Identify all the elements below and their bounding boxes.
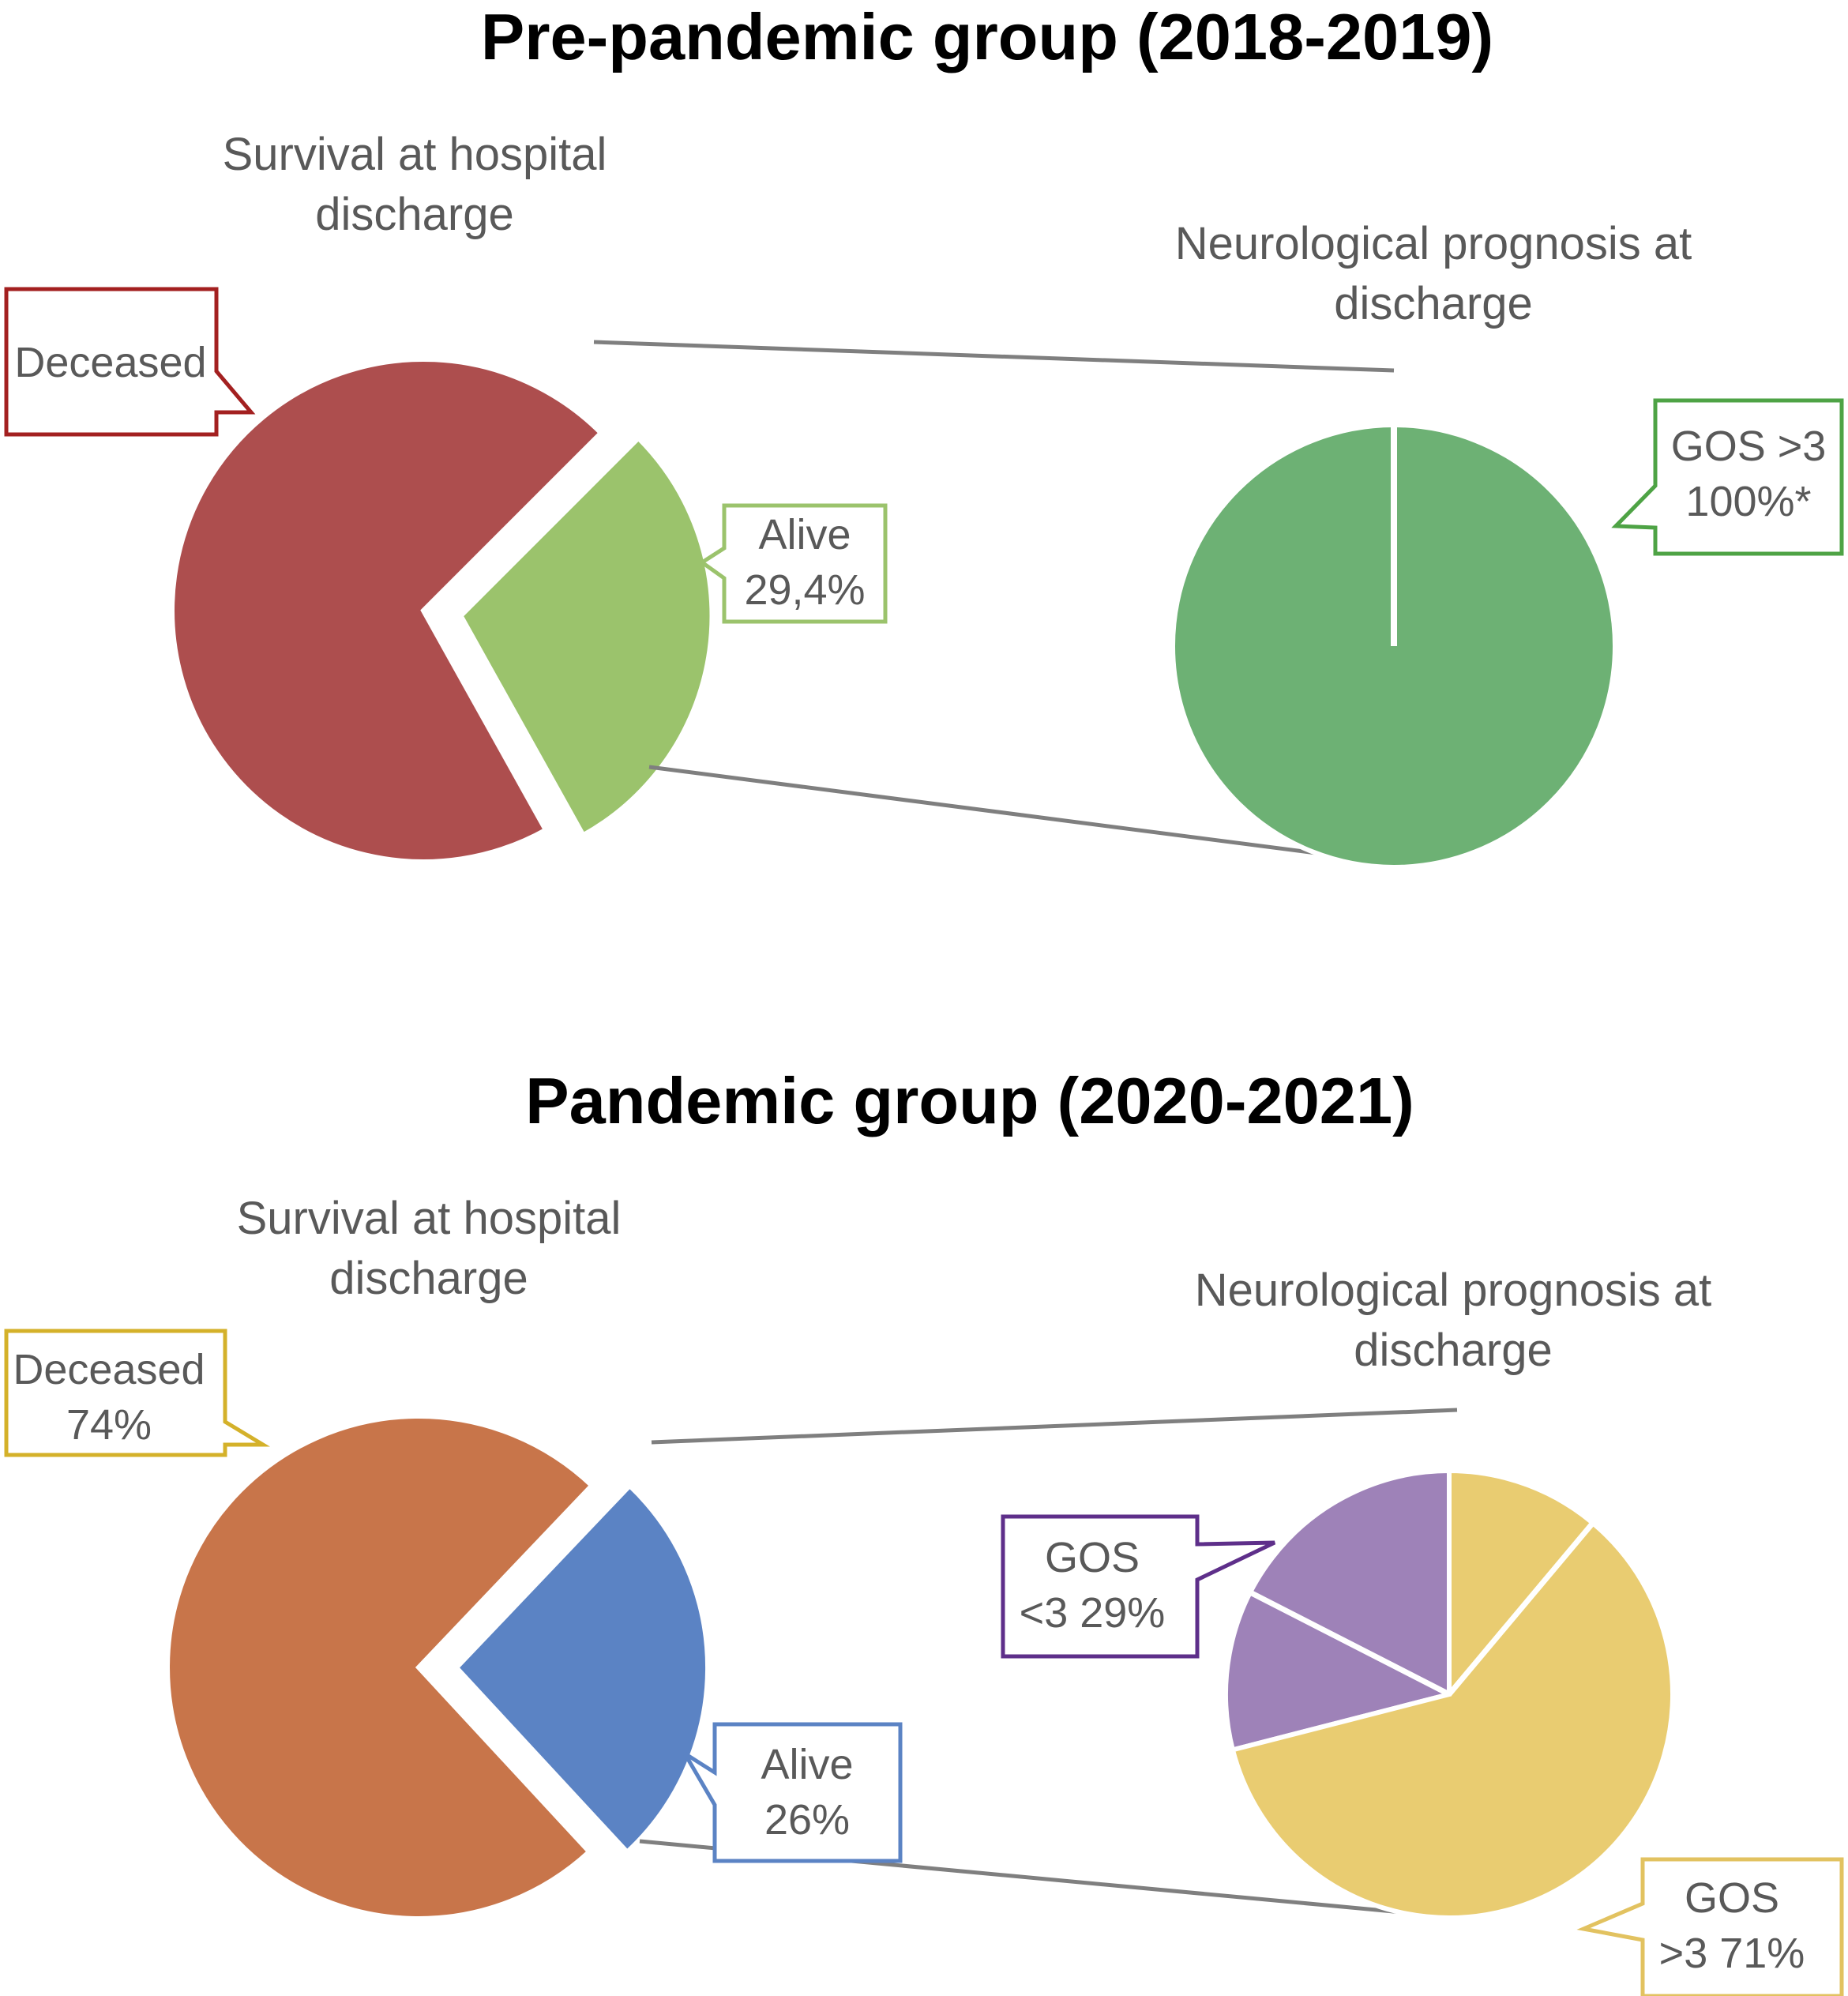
callout-pan-gos-high-box	[1576, 1857, 1844, 1996]
connector-line-pre-top	[593, 340, 1395, 373]
pie-title-pre-survival-line-0: Survival at hospital	[223, 129, 607, 180]
pie-slice-3-0	[1223, 1468, 1452, 1754]
pie-slice-0-0	[170, 356, 605, 864]
callout-pan-gos-high-text-0: GOS	[1685, 1874, 1779, 1922]
callout-pre-gos-text-1: 100%*	[1685, 478, 1811, 525]
callout-pan-gos-low-box	[1001, 1514, 1276, 1659]
callout-pre-deceased-text-0: Deceased	[14, 339, 206, 386]
pie-divider-pan-neuro-b	[1249, 1589, 1451, 1697]
pie-title-pan-survival-line-1: discharge	[329, 1253, 528, 1304]
callout-pan-gos-high-text-1: >3 71%	[1659, 1930, 1805, 1977]
callout-pre-gos-text-0: GOS >3	[1671, 423, 1827, 470]
callout-pre-alive-box	[698, 503, 888, 624]
callout-pan-deceased-box	[4, 1329, 270, 1457]
callout-pre-alive-text-0: Alive	[758, 511, 851, 558]
pie-divider-pan-neuro-a	[1447, 1520, 1595, 1697]
callout-pre-gos-box	[1611, 398, 1844, 556]
pie-title-pre-neuro-line-0: Neurological prognosis at	[1175, 218, 1692, 269]
callout-pre-deceased-box	[4, 287, 256, 437]
connector-line-pre-bottom	[648, 765, 1403, 866]
callout-pan-alive-box	[682, 1722, 903, 1863]
callout-pan-deceased-text-0: Deceased	[13, 1346, 205, 1393]
callout-pan-alive-text-0: Alive	[761, 1741, 853, 1788]
callout-pre-alive-text-1: 29,4%	[744, 566, 865, 614]
callout-pan-deceased-text-1: 74%	[66, 1401, 152, 1449]
callout-pan-alive-text-1: 26%	[764, 1796, 850, 1844]
pie-slice-2-1	[453, 1482, 711, 1855]
panel-title-pandemic: Pandemic group (2020-2021)	[525, 1064, 1414, 1137]
connector-line-pan-top	[651, 1408, 1458, 1445]
pie-title-pan-neuro-line-0: Neurological prognosis at	[1195, 1265, 1711, 1316]
pie-title-pre-neuro-line-1: discharge	[1334, 278, 1532, 329]
panel-title-prepandemic: Pre-pandemic group (2018-2019)	[481, 0, 1493, 73]
pie-title-pre-survival-line-1: discharge	[315, 189, 513, 240]
callout-pan-gos-low-text-1: <3 29%	[1020, 1589, 1166, 1637]
pie-title-pan-survival-line-0: Survival at hospital	[237, 1193, 622, 1244]
pie-slice-0-1	[457, 434, 715, 839]
callout-pan-gos-low-text-0: GOS	[1045, 1534, 1140, 1581]
pie-title-pan-neuro-line-1: discharge	[1354, 1325, 1552, 1376]
pie-slice-2-0	[165, 1414, 595, 1921]
